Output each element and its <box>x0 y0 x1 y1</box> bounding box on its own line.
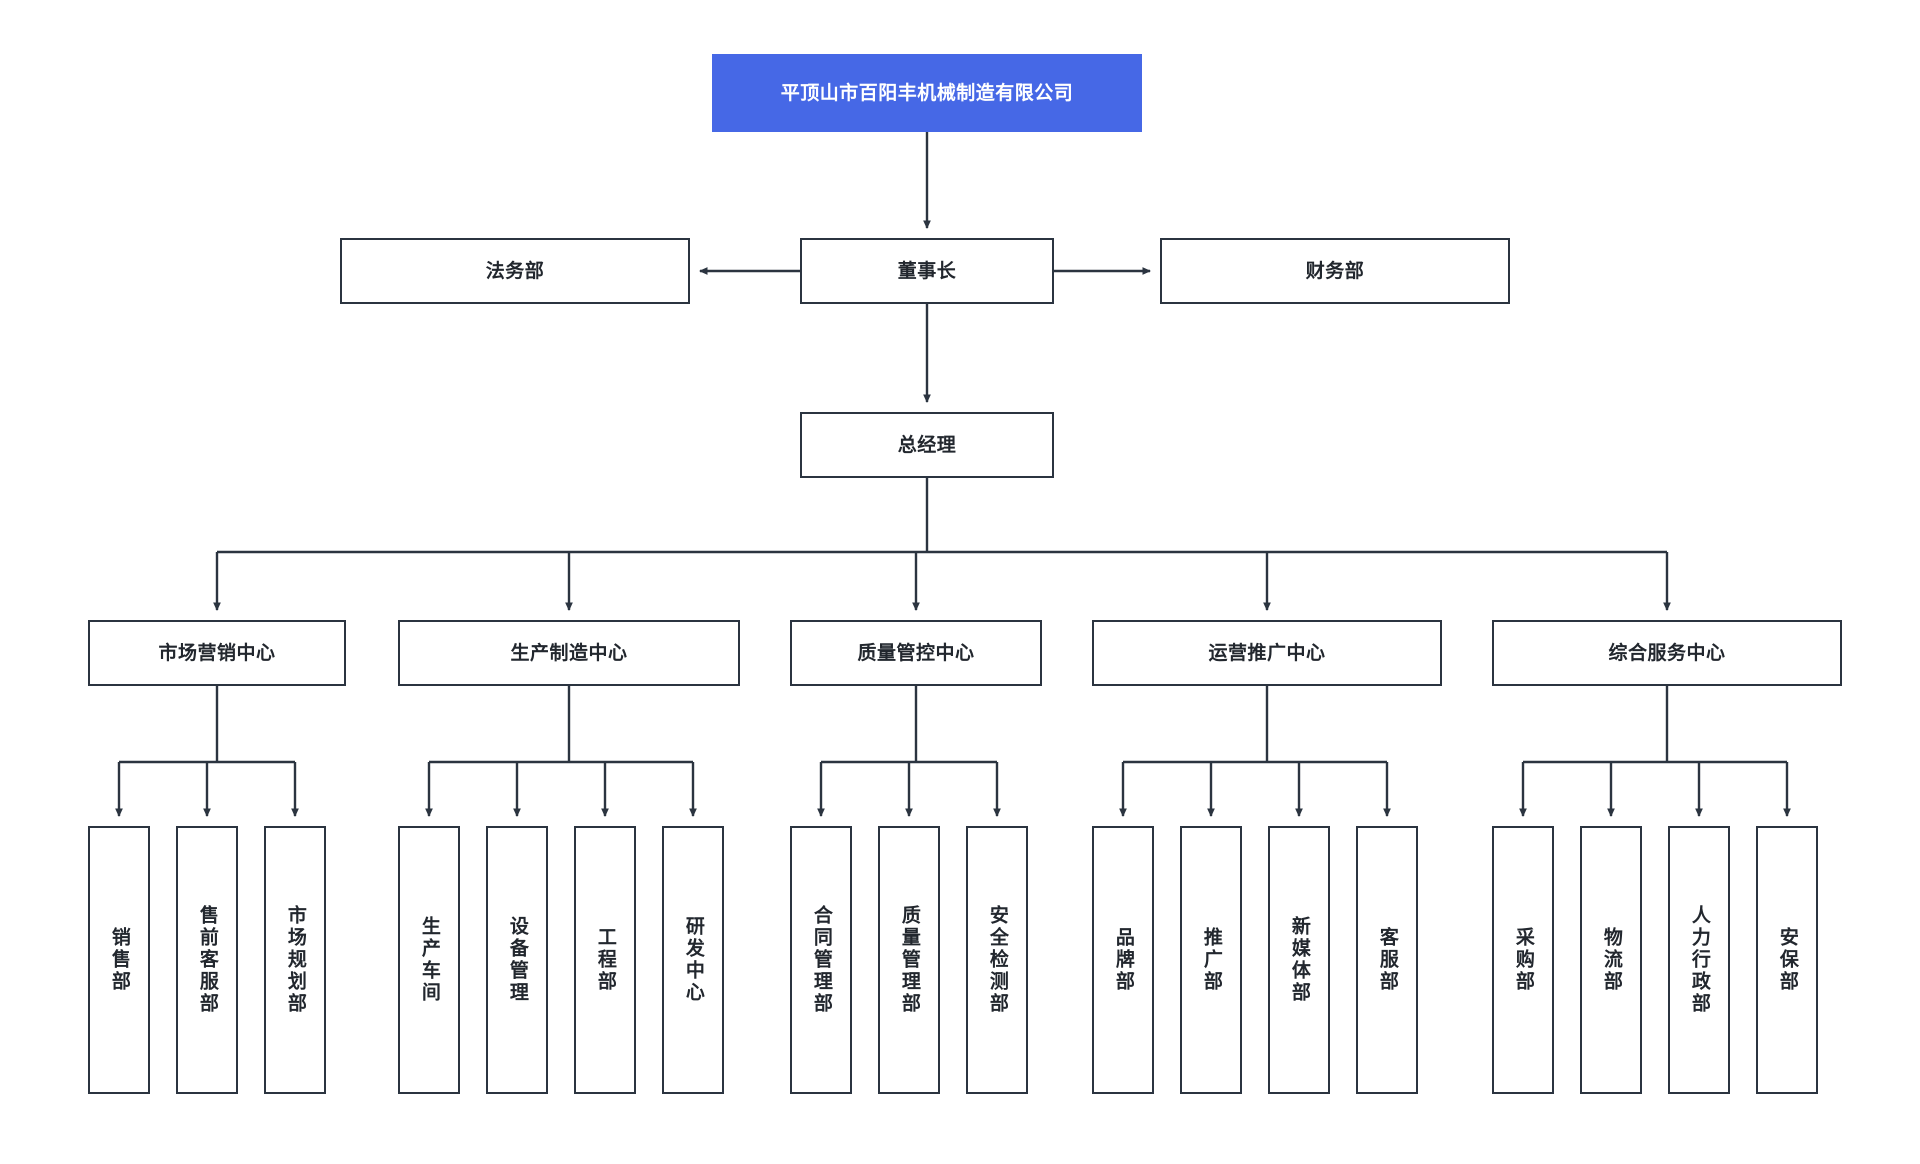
node-department-5-1[interactable]: 采购部 <box>1492 826 1554 1094</box>
node-department-3-3[interactable]: 安全检测部 <box>966 826 1028 1094</box>
node-label: 运营推广中心 <box>1208 641 1326 664</box>
node-center-3[interactable]: 质量管控中心 <box>790 620 1042 686</box>
node-label: 工程部 <box>594 927 617 993</box>
node-label: 平顶山市百阳丰机械制造有限公司 <box>780 81 1074 104</box>
node-center-5[interactable]: 综合服务中心 <box>1492 620 1842 686</box>
node-center-1[interactable]: 市场营销中心 <box>88 620 346 686</box>
node-department-4-4[interactable]: 客服部 <box>1356 826 1418 1094</box>
node-label: 质量管控中心 <box>857 641 975 664</box>
node-department-3-1[interactable]: 合同管理部 <box>790 826 852 1094</box>
node-label: 法务部 <box>485 259 545 282</box>
node-department-2-1[interactable]: 生产车间 <box>398 826 460 1094</box>
node-center-4[interactable]: 运营推广中心 <box>1092 620 1442 686</box>
node-department-5-4[interactable]: 安保部 <box>1756 826 1818 1094</box>
node-chairman[interactable]: 董事长 <box>800 238 1054 304</box>
node-label: 财务部 <box>1305 259 1365 282</box>
node-department-2-2[interactable]: 设备管理 <box>486 826 548 1094</box>
node-label: 安全检测部 <box>986 905 1009 1015</box>
node-department-1-2[interactable]: 售前客服部 <box>176 826 238 1094</box>
node-department-2-4[interactable]: 研发中心 <box>662 826 724 1094</box>
node-label: 质量管理部 <box>898 905 921 1015</box>
node-department-3-2[interactable]: 质量管理部 <box>878 826 940 1094</box>
node-label: 市场规划部 <box>284 905 307 1015</box>
node-label: 销售部 <box>108 927 131 993</box>
node-label: 客服部 <box>1376 927 1399 993</box>
node-label: 推广部 <box>1200 927 1223 993</box>
node-company-root[interactable]: 平顶山市百阳丰机械制造有限公司 <box>712 54 1142 132</box>
node-label: 采购部 <box>1512 927 1535 993</box>
node-label: 新媒体部 <box>1288 916 1311 1004</box>
node-label: 生产制造中心 <box>510 641 628 664</box>
node-label: 研发中心 <box>682 916 705 1004</box>
node-department-5-3[interactable]: 人力行政部 <box>1668 826 1730 1094</box>
node-department-4-3[interactable]: 新媒体部 <box>1268 826 1330 1094</box>
node-label: 市场营销中心 <box>158 641 276 664</box>
node-label: 总经理 <box>897 433 957 456</box>
node-department-4-1[interactable]: 品牌部 <box>1092 826 1154 1094</box>
node-finance-department[interactable]: 财务部 <box>1160 238 1510 304</box>
node-label: 综合服务中心 <box>1608 641 1726 664</box>
node-label: 人力行政部 <box>1688 905 1711 1015</box>
node-label: 品牌部 <box>1112 927 1135 993</box>
node-department-1-1[interactable]: 销售部 <box>88 826 150 1094</box>
node-label: 生产车间 <box>418 916 441 1004</box>
node-department-4-2[interactable]: 推广部 <box>1180 826 1242 1094</box>
node-general-manager[interactable]: 总经理 <box>800 412 1054 478</box>
node-department-2-3[interactable]: 工程部 <box>574 826 636 1094</box>
node-label: 安保部 <box>1776 927 1799 993</box>
node-label: 董事长 <box>897 259 957 282</box>
node-label: 售前客服部 <box>196 905 219 1015</box>
node-department-5-2[interactable]: 物流部 <box>1580 826 1642 1094</box>
node-department-1-3[interactable]: 市场规划部 <box>264 826 326 1094</box>
node-legal-department[interactable]: 法务部 <box>340 238 690 304</box>
node-label: 物流部 <box>1600 927 1623 993</box>
node-label: 合同管理部 <box>810 905 833 1015</box>
node-center-2[interactable]: 生产制造中心 <box>398 620 740 686</box>
node-label: 设备管理 <box>506 916 529 1004</box>
